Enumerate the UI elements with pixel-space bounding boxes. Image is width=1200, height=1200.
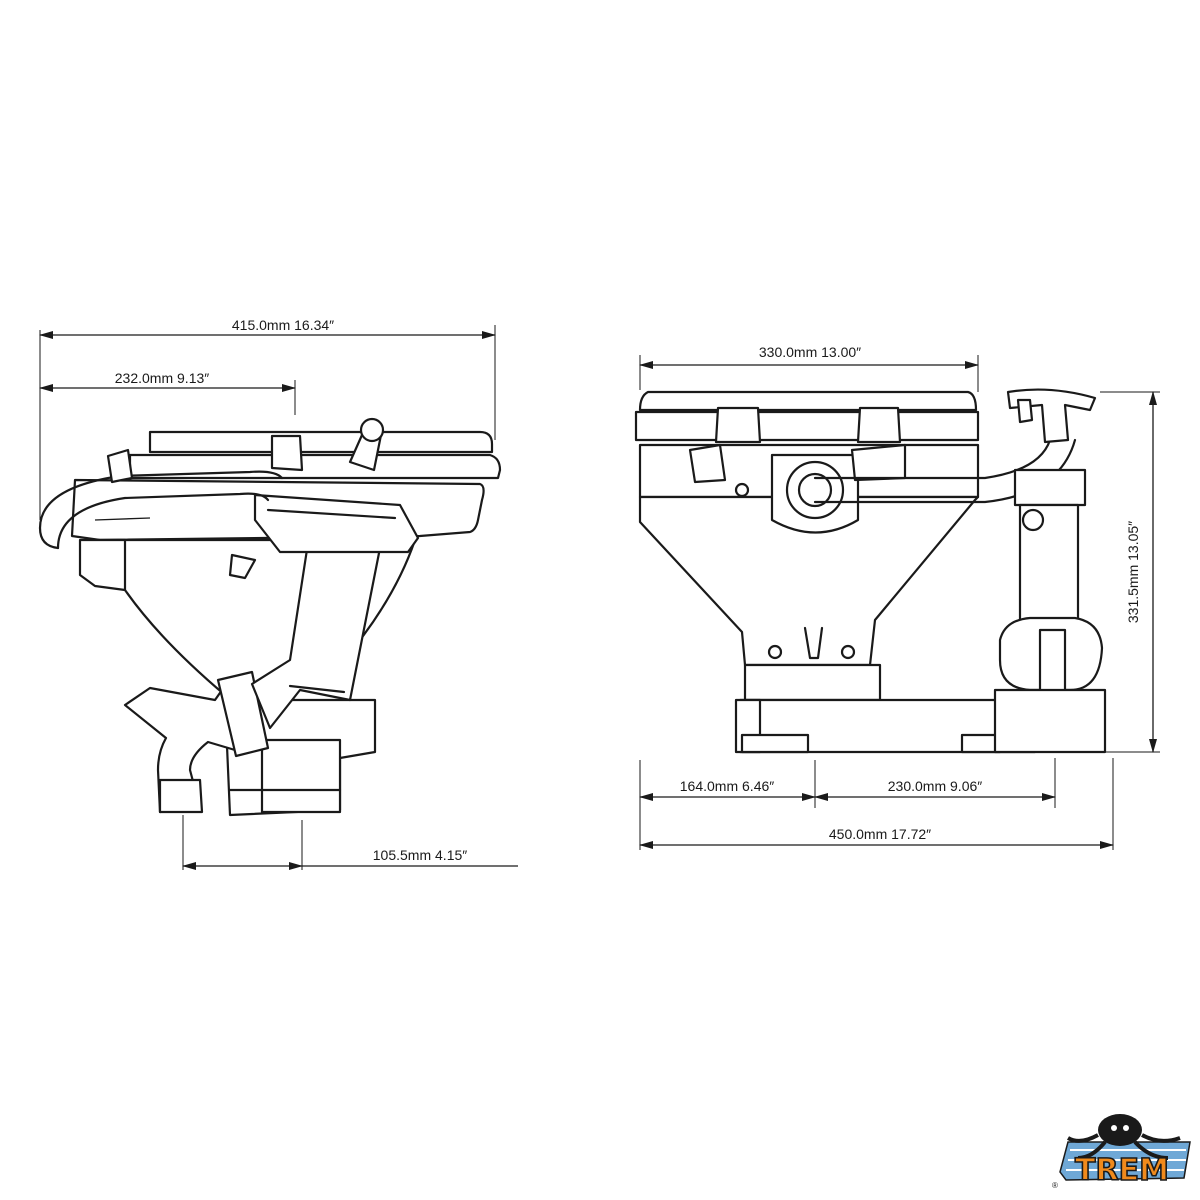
registered-mark: ® (1052, 1181, 1058, 1190)
dim-front-bowl-width: 330.0mm 13.00″ (759, 344, 861, 360)
dim-front-left-segment: 164.0mm 6.46″ (680, 778, 774, 794)
dim-front-right-segment: 230.0mm 9.06″ (888, 778, 982, 794)
dim-front-height: 331.5mm 13.05″ (1125, 521, 1141, 623)
front-view-drawing (634, 388, 1107, 754)
logo-text: TREM (1075, 1153, 1169, 1188)
front-dimensions: 330.0mm 13.00″ 331.5mm 13.05″ 164.0mm 6.… (639, 344, 1160, 850)
dim-side-outlet-offset: 105.5mm 4.15″ (373, 847, 467, 863)
side-dimensions: 415.0mm 16.34″ 232.0mm 9.13″ 105.5mm 4.1… (39, 317, 518, 870)
trem-logo: TREM ® (1052, 1114, 1191, 1190)
dim-side-partial-width: 232.0mm 9.13″ (115, 370, 209, 386)
dim-front-total-width: 450.0mm 17.72″ (829, 826, 931, 842)
side-view-drawing (38, 417, 502, 817)
dim-side-total-width: 415.0mm 16.34″ (232, 317, 334, 333)
